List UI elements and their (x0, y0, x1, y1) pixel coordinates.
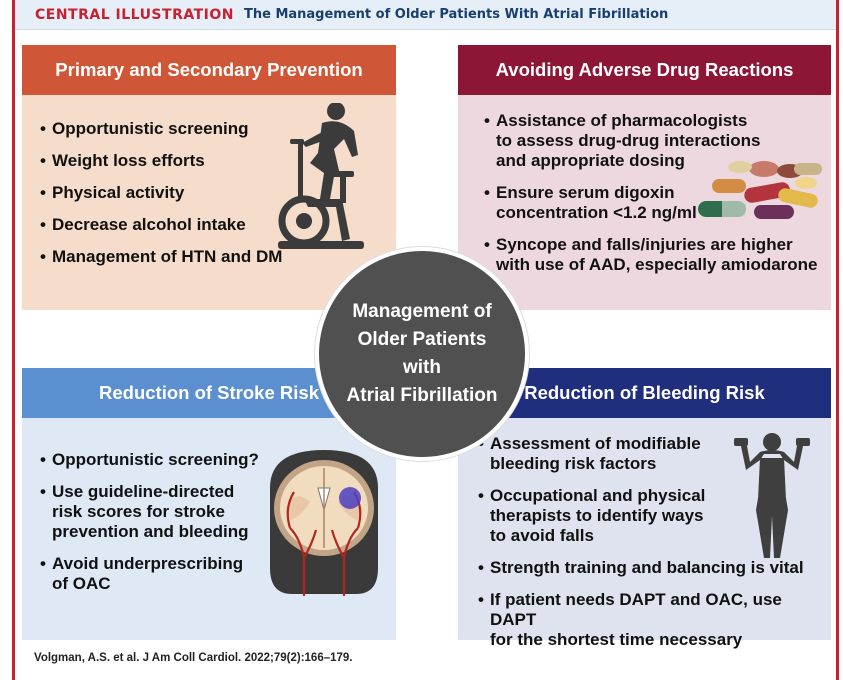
dumbbell-person-icon (734, 433, 810, 558)
bleeding-bullet-list: Assessment of modifiable bleeding risk f… (478, 434, 831, 650)
citation-text: Volgman, A.S. et al. J Am Coll Cardiol. … (34, 652, 353, 664)
list-item: Avoid underprescribing of OAC (40, 554, 259, 594)
list-item: Occupational and physical therapists to … (478, 486, 831, 546)
list-item: Physical activity (40, 183, 282, 203)
list-item: Weight loss efforts (40, 151, 282, 171)
reduction-of-bleeding-risk-panel: Reduction of Bleeding Risk Assessment of… (458, 368, 831, 649)
list-item: Opportunistic screening (40, 119, 282, 139)
brain-scan-icon (270, 450, 378, 596)
list-item: Strength training and balancing is vital (478, 558, 831, 578)
list-item: Syncope and falls/injuries are higher wi… (484, 235, 818, 275)
avoiding-adverse-drug-reactions-panel: Avoiding Adverse Drug Reactions Assistan… (458, 45, 831, 310)
frame-left-border (12, 0, 15, 680)
list-item: Opportunistic screening? (40, 450, 259, 470)
illustration-title: The Management of Older Patients With At… (243, 7, 669, 22)
adverse-drug-bullet-list: Assistance of pharmacologists to assess … (484, 111, 818, 275)
prevention-panel-title: Primary and Secondary Prevention (22, 45, 396, 95)
primary-secondary-prevention-panel: Primary and Secondary Prevention Opportu… (22, 45, 396, 310)
center-topic-circle: Management of Older Patients with Atrial… (315, 247, 529, 461)
list-item: If patient needs DAPT and OAC, use DAPT … (478, 590, 831, 650)
list-item: Use guideline-directed risk scores for s… (40, 482, 259, 542)
list-item: Ensure serum digoxin concentration <1.2 … (484, 183, 818, 223)
prevention-bullet-list: Opportunistic screening Weight loss effo… (40, 119, 282, 267)
adverse-drug-panel-title: Avoiding Adverse Drug Reactions (458, 45, 831, 95)
center-topic-text: Management of Older Patients with Atrial… (346, 301, 498, 406)
list-item: Assistance of pharmacologists to assess … (484, 111, 818, 171)
list-item: Assessment of modifiable bleeding risk f… (478, 434, 831, 474)
central-illustration-tag: CENTRAL ILLUSTRATION (35, 6, 234, 23)
frame-right-border (836, 0, 839, 680)
pills-icon (698, 161, 822, 219)
exercise-bike-icon (278, 103, 364, 249)
stroke-bullet-list: Opportunistic screening? Use guideline-d… (40, 450, 259, 594)
illustration-header: CENTRAL ILLUSTRATION The Management of O… (15, 0, 836, 30)
list-item: Management of HTN and DM (40, 247, 282, 267)
list-item: Decrease alcohol intake (40, 215, 282, 235)
